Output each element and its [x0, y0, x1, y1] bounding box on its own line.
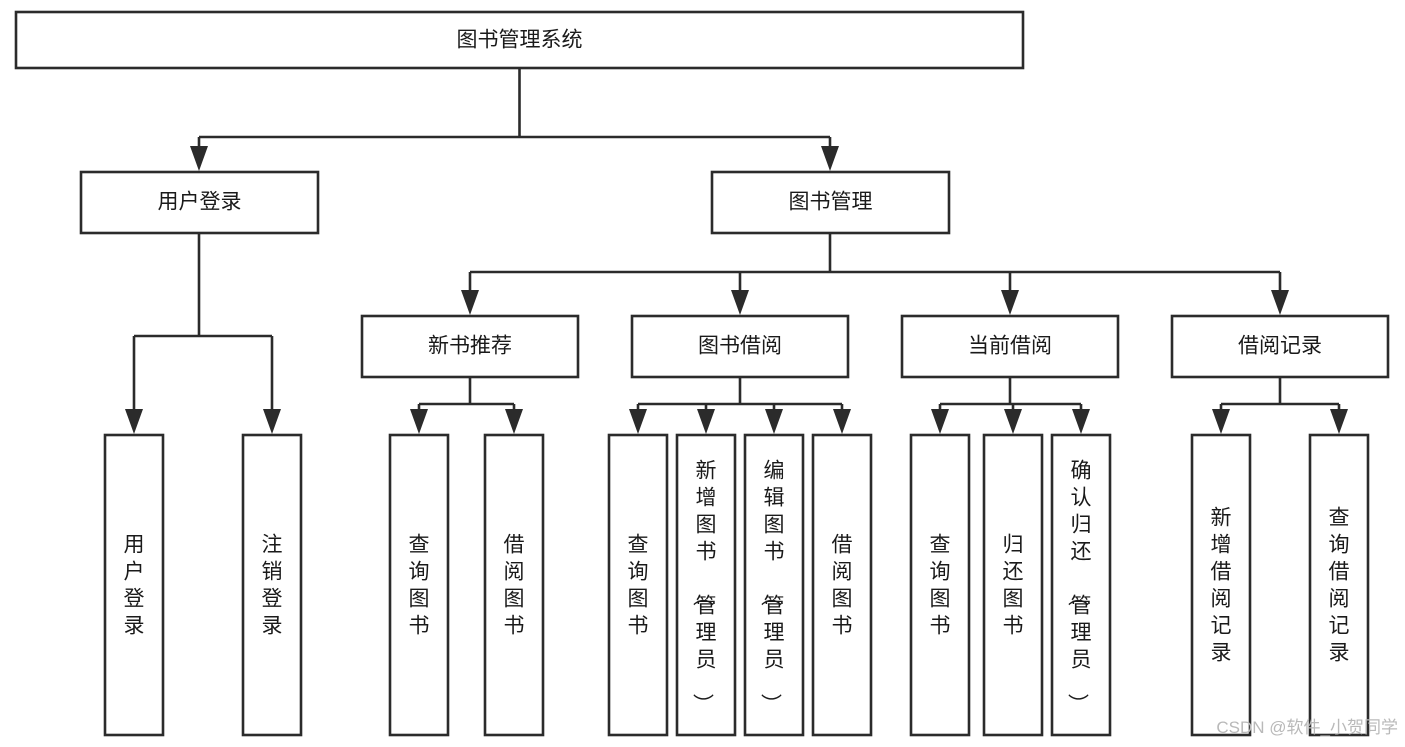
node-leaf-confirm-return-admin[interactable]: 确认归还（管理员）: [1050, 433, 1112, 737]
node-leaf-query-borrow-record-label: 查询借阅记录: [1329, 506, 1350, 664]
arrowhead-new-book-recommend: [461, 290, 479, 315]
node-leaf-borrow-book[interactable]: 借阅图书: [811, 433, 873, 737]
arrowhead-leaf-query-book-borrow: [629, 409, 647, 434]
node-leaf-user-login-box[interactable]: [103, 433, 165, 737]
node-leaf-query-book-borrow[interactable]: 查询图书: [607, 433, 669, 737]
node-leaf-return-book[interactable]: 归还图书: [982, 433, 1044, 737]
node-leaf-edit-book-admin-box[interactable]: [743, 433, 805, 737]
node-leaf-confirm-return-admin-label: 确认归还（管理员）: [1066, 459, 1092, 714]
arrowhead-leaf-add-book-admin: [697, 409, 715, 434]
node-book-borrow[interactable]: 图书借阅: [630, 314, 850, 379]
arrowhead-borrow-record: [1271, 290, 1289, 315]
node-leaf-edit-book-admin[interactable]: 编辑图书（管理员）: [743, 433, 805, 737]
leaf-node-layer: 用户登录 注销登录 查询图书 借阅图书 查询图书 新增图书（管理员） 编辑图书（管理员） 借阅…: [103, 433, 1370, 737]
node-leaf-user-logout-label: 注销登录: [262, 533, 283, 637]
node-leaf-add-borrow-record-box[interactable]: [1190, 433, 1252, 737]
node-book-manage[interactable]: 图书管理: [710, 170, 951, 235]
node-root-box[interactable]: [14, 10, 1025, 70]
node-leaf-user-login[interactable]: 用户登录: [103, 433, 165, 737]
node-leaf-return-book-box[interactable]: [982, 433, 1044, 737]
node-new-book-recommend-box[interactable]: [360, 314, 580, 379]
node-root[interactable]: 图书管理系统: [14, 10, 1025, 70]
node-leaf-query-book-current-label: 查询图书: [930, 533, 951, 637]
arrowhead-leaf-confirm-return-admin: [1072, 409, 1090, 434]
node-leaf-query-book-current[interactable]: 查询图书: [909, 433, 971, 737]
arrowhead-book-borrow: [731, 290, 749, 315]
node-book-manage-box[interactable]: [710, 170, 951, 235]
node-leaf-query-book-borrow-box[interactable]: [607, 433, 669, 737]
arrowhead-book-manage: [821, 146, 839, 171]
arrowhead-leaf-edit-book-admin: [765, 409, 783, 434]
node-leaf-edit-book-admin-label: 编辑图书（管理员）: [759, 459, 785, 714]
node-current-borrow-label: 当前借阅: [968, 335, 1052, 358]
node-leaf-add-book-admin-label: 新增图书（管理员）: [691, 459, 717, 714]
arrowhead-current-borrow: [1001, 290, 1019, 315]
arrowhead-layer: [125, 146, 1348, 434]
arrowhead-leaf-query-book-current: [931, 409, 949, 434]
arrowhead-leaf-return-book: [1004, 409, 1022, 434]
node-new-book-recommend-label: 新书推荐: [428, 335, 512, 358]
node-leaf-query-borrow-record[interactable]: 查询借阅记录: [1308, 433, 1370, 737]
node-leaf-borrow-book-recommend[interactable]: 借阅图书: [483, 433, 545, 737]
node-leaf-borrow-book-recommend-label: 借阅图书: [504, 533, 525, 637]
node-leaf-confirm-return-admin-box[interactable]: [1050, 433, 1112, 737]
arrowhead-leaf-query-borrow-record: [1330, 409, 1348, 434]
node-leaf-borrow-book-recommend-box[interactable]: [483, 433, 545, 737]
node-book-borrow-box[interactable]: [630, 314, 850, 379]
node-leaf-borrow-book-label: 借阅图书: [832, 533, 853, 637]
node-new-book-recommend[interactable]: 新书推荐: [360, 314, 580, 379]
arrowhead-leaf-user-login: [125, 409, 143, 434]
node-leaf-user-logout-box[interactable]: [241, 433, 303, 737]
node-book-manage-label: 图书管理: [789, 191, 873, 214]
node-book-borrow-label: 图书借阅: [698, 335, 782, 358]
node-leaf-query-book-borrow-label: 查询图书: [628, 533, 649, 637]
arrowhead-user-login: [190, 146, 208, 171]
node-leaf-borrow-book-box[interactable]: [811, 433, 873, 737]
node-borrow-record-box[interactable]: [1170, 314, 1390, 379]
arrowhead-leaf-query-book-recommend: [410, 409, 428, 434]
node-leaf-query-book-recommend-label: 查询图书: [409, 533, 430, 637]
node-leaf-add-borrow-record[interactable]: 新增借阅记录: [1190, 433, 1252, 737]
node-leaf-query-book-current-box[interactable]: [909, 433, 971, 737]
node-root-label: 图书管理系统: [457, 29, 583, 52]
node-current-borrow-box[interactable]: [900, 314, 1120, 379]
node-leaf-query-book-recommend-box[interactable]: [388, 433, 450, 737]
node-current-borrow[interactable]: 当前借阅: [900, 314, 1120, 379]
arrowhead-leaf-borrow-book: [833, 409, 851, 434]
csdn-watermark: CSDN @软件_小贺同学: [1216, 718, 1398, 737]
arrowhead-leaf-add-borrow-record: [1212, 409, 1230, 434]
node-leaf-user-logout[interactable]: 注销登录: [241, 433, 303, 737]
node-borrow-record-label: 借阅记录: [1238, 335, 1322, 358]
node-leaf-return-book-label: 归还图书: [1003, 533, 1024, 637]
node-borrow-record[interactable]: 借阅记录: [1170, 314, 1390, 379]
node-leaf-add-book-admin[interactable]: 新增图书（管理员）: [675, 433, 737, 737]
node-user-login-box[interactable]: [79, 170, 320, 235]
node-leaf-add-borrow-record-label: 新增借阅记录: [1211, 506, 1232, 664]
node-leaf-user-login-label: 用户登录: [124, 533, 145, 637]
node-user-login[interactable]: 用户登录: [79, 170, 320, 235]
node-leaf-query-book-recommend[interactable]: 查询图书: [388, 433, 450, 737]
node-leaf-add-book-admin-box[interactable]: [675, 433, 737, 737]
arrowhead-leaf-user-logout: [263, 409, 281, 434]
node-user-login-label: 用户登录: [158, 191, 242, 214]
node-leaf-query-borrow-record-box[interactable]: [1308, 433, 1370, 737]
arrowhead-leaf-borrow-book-recommend: [505, 409, 523, 434]
